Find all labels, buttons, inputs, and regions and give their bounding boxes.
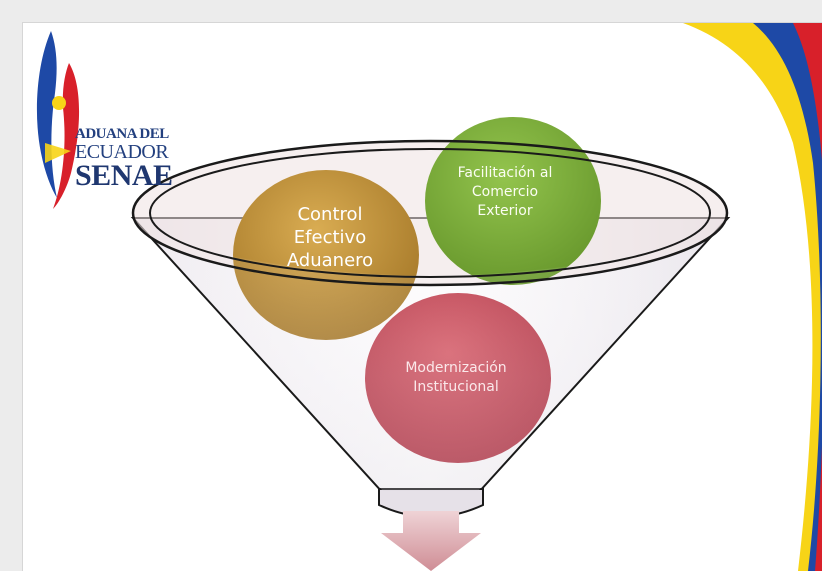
control-label: Control Efectivo Aduanero [245, 203, 415, 272]
facilitacion-label: Facilitación al Comercio Exterior [425, 164, 585, 221]
logo-line-3: SENAE [75, 159, 173, 192]
logo-line-2: ECUADOR [75, 141, 169, 163]
slide-canvas [36, 23, 822, 571]
modernizacion-label-line-1: Modernización [405, 360, 507, 376]
senae-logo-mark [36, 31, 80, 209]
control-label-line-2: Efectivo [293, 227, 367, 248]
slide: ADUANA DEL ECUADOR SENAE Control Efectiv… [22, 22, 822, 571]
funnel-glass-overlay [153, 238, 708, 491]
control-label-line-1: Control [297, 204, 363, 225]
funnel-rim-outer [131, 139, 729, 287]
funnel-rim-inner [149, 148, 711, 278]
modernizacion-label-line-2: Institucional [413, 379, 499, 395]
facilitacion-label-line-2: Comercio [471, 184, 539, 200]
modernizacion-label: Modernización Institucional [356, 359, 556, 397]
facilitacion-label-line-3: Exterior [477, 203, 533, 219]
down-arrow [381, 511, 481, 571]
control-label-line-3: Aduanero [286, 250, 374, 271]
facilitacion-circle [425, 117, 601, 285]
facilitacion-label-line-1: Facilitación al [457, 165, 553, 181]
logo-line-1: ADUANA DEL [75, 126, 169, 142]
flag-red-band [793, 23, 822, 571]
